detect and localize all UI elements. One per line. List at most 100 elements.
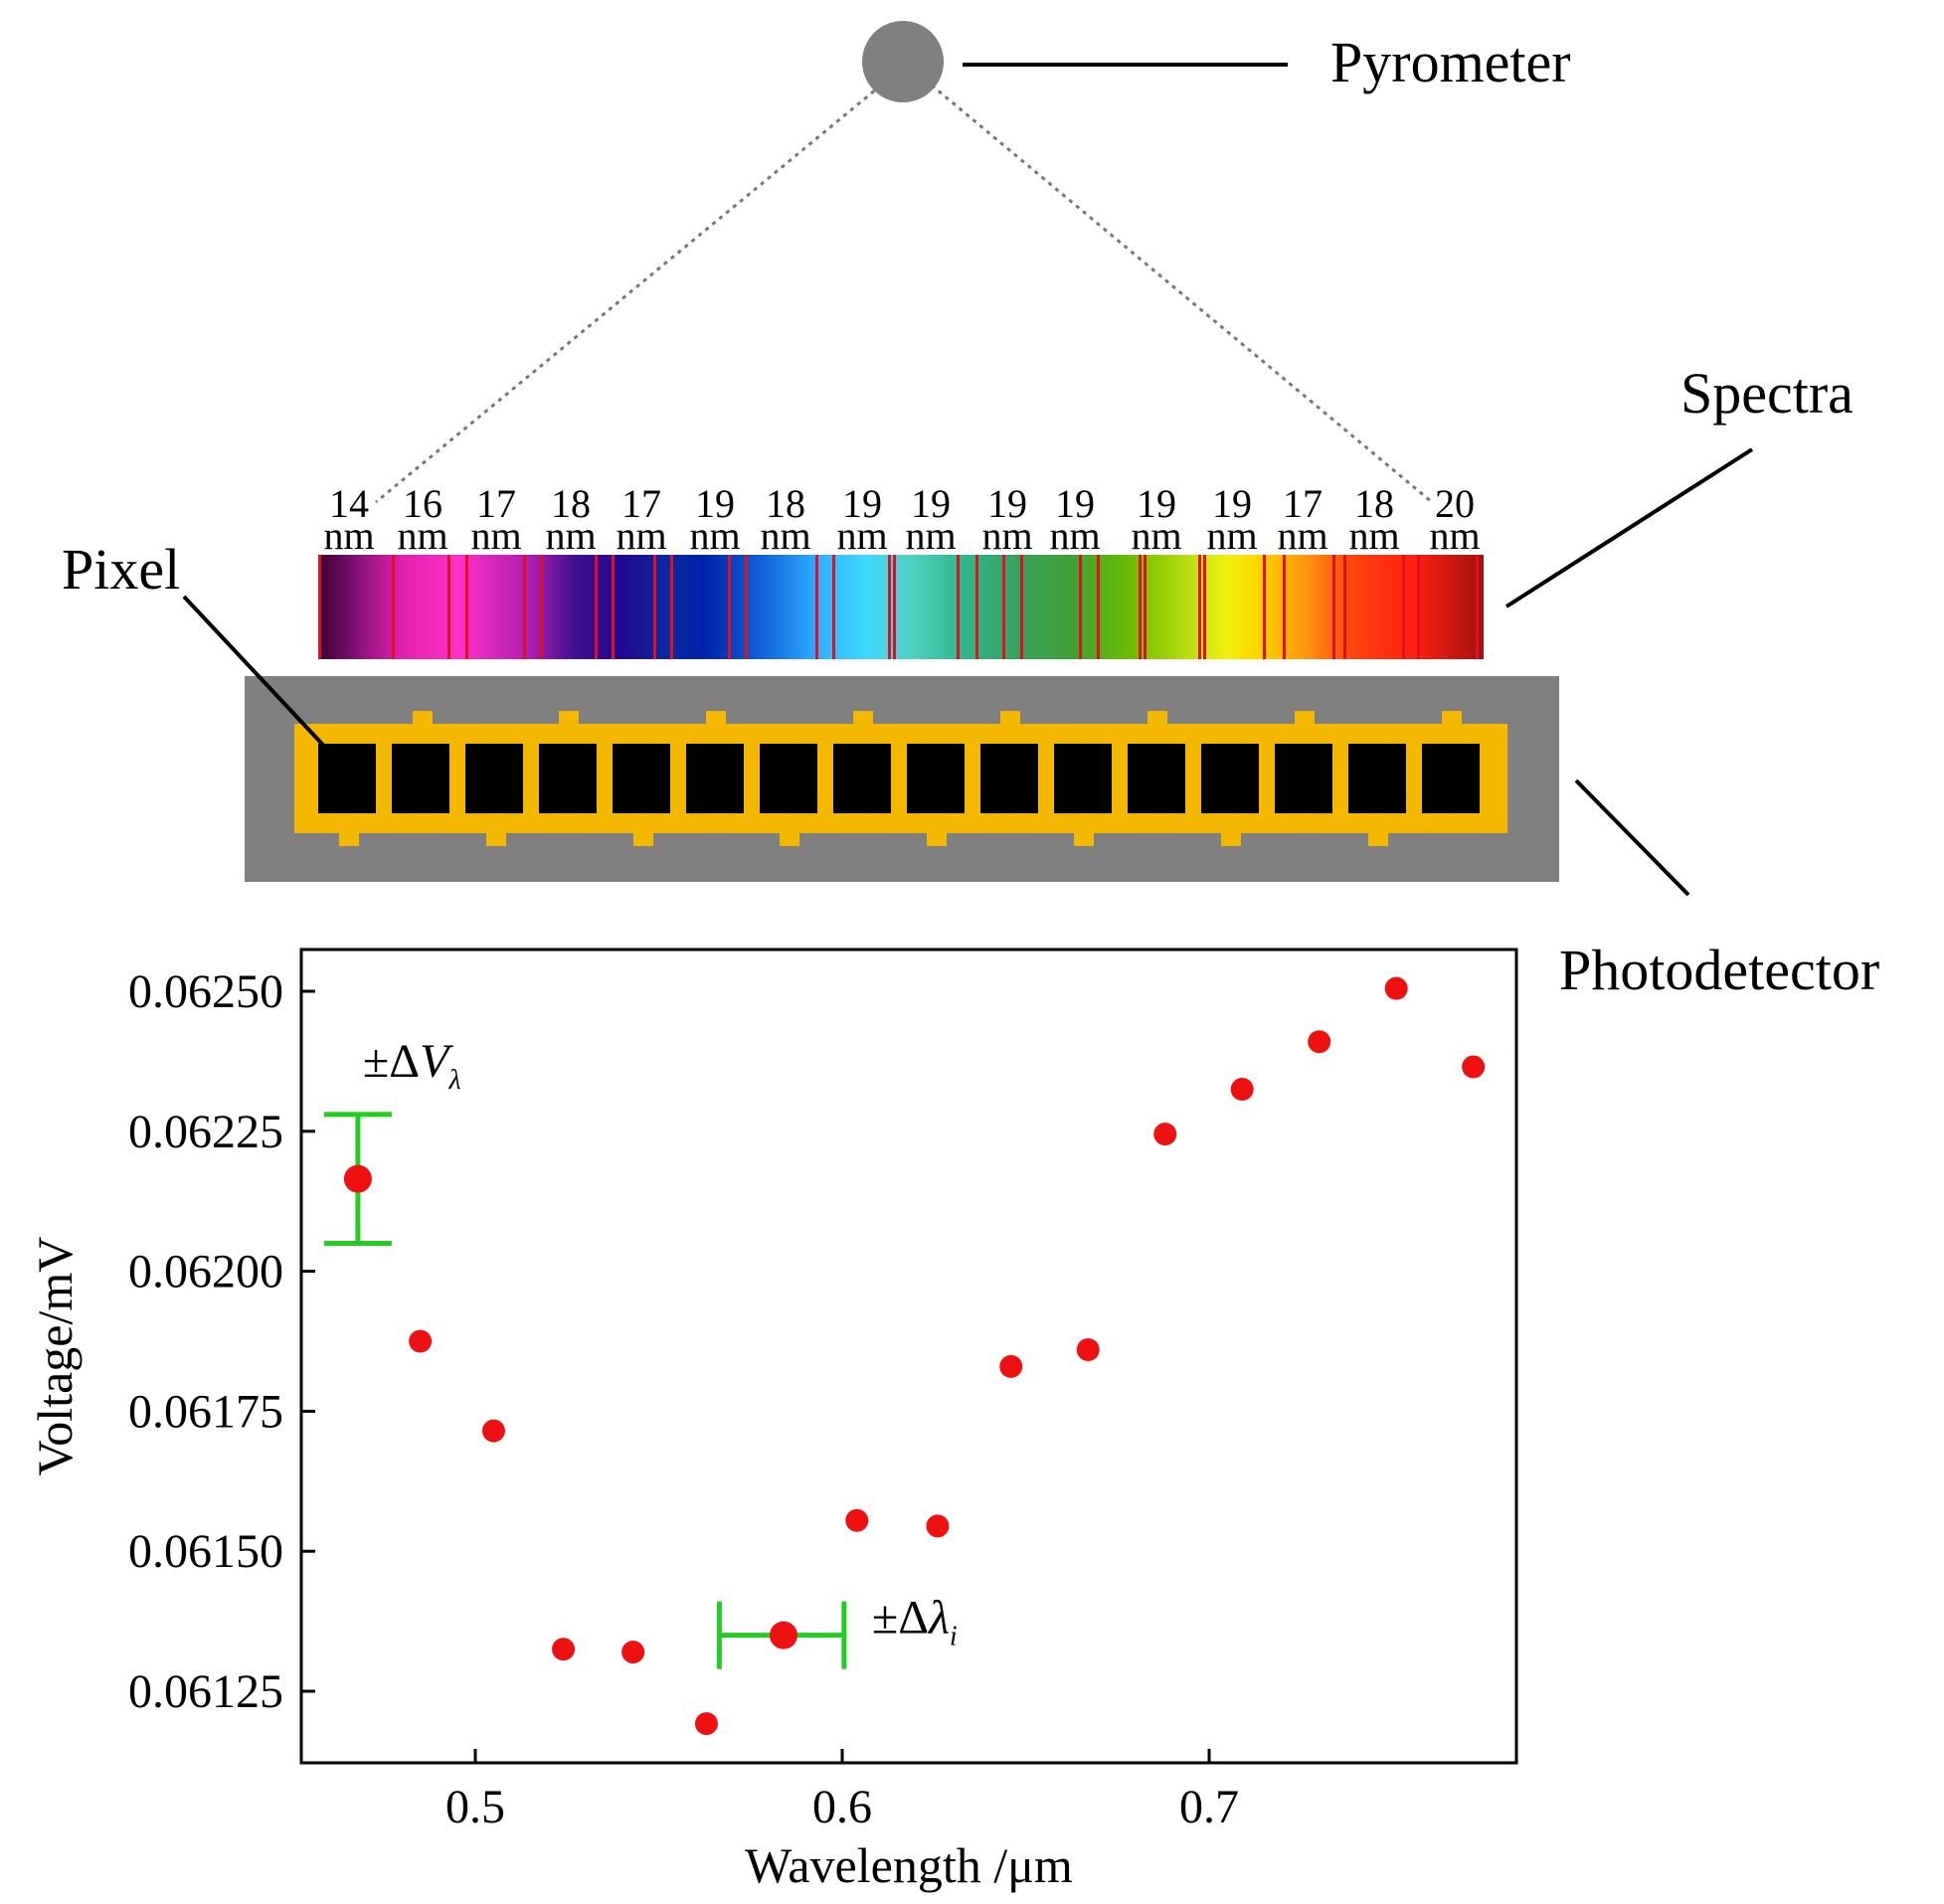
data-point — [769, 1621, 797, 1649]
frame-tab — [1295, 711, 1315, 726]
band-separator — [523, 555, 526, 659]
data-point — [1230, 1078, 1254, 1102]
band-separator — [1476, 555, 1479, 659]
wavelength-error-annotation: ±Δλi — [872, 1592, 958, 1652]
data-point — [1384, 976, 1408, 1000]
pixel — [318, 744, 376, 813]
pixel — [1128, 744, 1185, 813]
voltage-error-annotation: ±ΔVλ — [363, 1035, 461, 1096]
frame-tab — [486, 831, 506, 846]
x-axis-label: Wavelength /μm — [745, 1837, 1073, 1893]
error-bars: ±ΔVλ ±Δλi — [323, 1035, 958, 1669]
band-separator — [612, 555, 615, 659]
band-separator — [1144, 555, 1147, 659]
band-separator — [1417, 555, 1420, 659]
band-separator — [1079, 555, 1082, 659]
frame-tab — [1221, 831, 1241, 846]
frame-tab — [1074, 831, 1094, 846]
pixel — [613, 744, 670, 813]
band-separator — [1097, 555, 1100, 659]
pixel-leader — [182, 595, 335, 758]
view-line-left — [375, 78, 889, 504]
spectra-label: Spectra — [1680, 361, 1854, 426]
pixel — [760, 744, 817, 813]
band-separator — [653, 555, 656, 659]
x-tick-label: 0.7 — [1179, 1781, 1239, 1833]
frame-tab — [413, 711, 433, 726]
y-tick-label: 0.06225 — [128, 1106, 283, 1158]
frame-tab — [927, 831, 947, 846]
band-separator — [888, 555, 891, 659]
band-separator — [1283, 555, 1286, 659]
y-axis-label: Voltage/mV — [27, 1237, 83, 1476]
band-separator — [392, 555, 395, 659]
band-separator — [540, 555, 543, 659]
pixel — [392, 744, 449, 813]
data-point — [845, 1508, 869, 1532]
pixel-array — [318, 744, 1480, 813]
frame-tab — [559, 711, 579, 726]
band-separator — [1203, 555, 1206, 659]
pixel — [980, 744, 1038, 813]
pixel — [539, 744, 597, 813]
data-point — [552, 1638, 576, 1661]
data-point — [409, 1329, 433, 1353]
frame-tab — [853, 711, 873, 726]
band-separator — [670, 555, 673, 659]
band-separator — [832, 555, 835, 659]
pixel — [833, 744, 891, 813]
band-separator — [893, 555, 896, 659]
band-separator — [318, 555, 321, 659]
pixel — [686, 744, 744, 813]
band-separator — [728, 555, 731, 659]
band-separator — [815, 555, 818, 659]
pixel — [1422, 744, 1480, 813]
pixel — [465, 744, 523, 813]
frame-tab — [780, 831, 799, 846]
band-separator — [465, 555, 468, 659]
band-separator — [1002, 555, 1005, 659]
data-point — [999, 1354, 1023, 1378]
data-points — [343, 976, 1486, 1736]
band-separator — [975, 555, 978, 659]
photodetector-leader — [1574, 779, 1690, 897]
y-tick-label: 0.06125 — [128, 1665, 283, 1718]
y-axis: 0.061250.061500.061750.062000.062250.062… — [128, 965, 315, 1718]
frame-tab — [339, 831, 359, 846]
pyrometer-icon — [862, 21, 944, 102]
data-point — [694, 1712, 718, 1736]
pixel — [1054, 744, 1112, 813]
y-tick-label: 0.06150 — [128, 1525, 283, 1578]
y-tick-label: 0.06175 — [128, 1385, 283, 1438]
frame-tab — [1148, 711, 1167, 726]
x-tick-label: 0.6 — [812, 1781, 872, 1833]
photodetector-label: Photodetector — [1559, 938, 1879, 1002]
plot-area-frame — [299, 948, 1518, 1765]
band-separator — [447, 555, 450, 659]
y-tick-label: 0.06250 — [128, 965, 283, 1018]
pixel — [1348, 744, 1406, 813]
band-separator — [1263, 555, 1266, 659]
band-separator — [1198, 555, 1201, 659]
pyrometer-label: Pyrometer — [1330, 30, 1571, 94]
data-point — [1308, 1030, 1331, 1054]
